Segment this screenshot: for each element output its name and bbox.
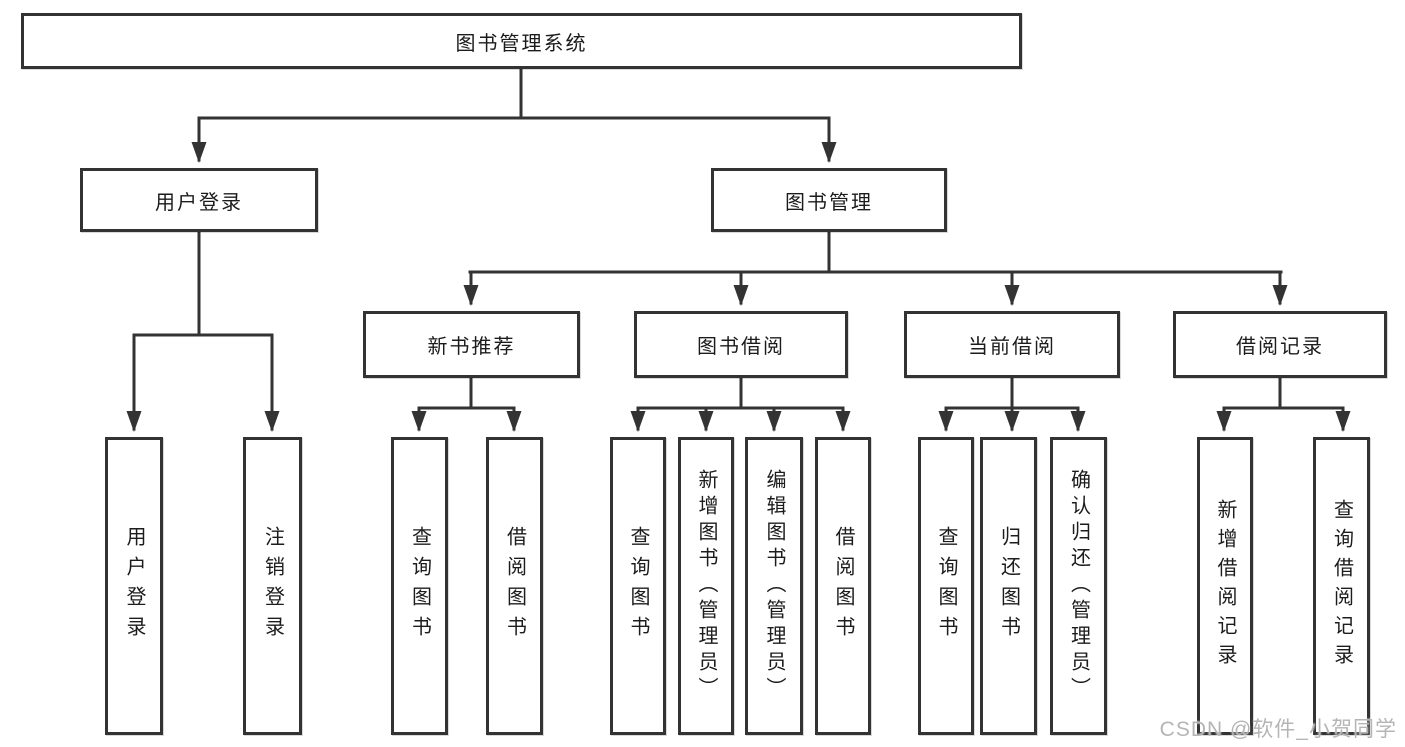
- node-new-book-recommend: 新书推荐: [363, 311, 580, 378]
- node-leaf-query-borrow-record: 查询借阅记录: [1313, 437, 1370, 735]
- node-leaf-query-book-current: 查询图书: [918, 437, 974, 735]
- node-leaf-logout: 注销登录: [243, 437, 302, 735]
- node-current-borrowing: 当前借阅: [904, 311, 1120, 378]
- node-leaf-edit-book-admin: 编辑图书（管理员）: [745, 437, 803, 735]
- node-root: 图书管理系统: [21, 13, 1022, 69]
- node-leaf-confirm-return-admin: 确认归还（管理员）: [1050, 437, 1107, 735]
- node-book-borrowing: 图书借阅: [634, 311, 848, 378]
- node-leaf-query-book-recommend: 查询图书: [391, 437, 448, 735]
- node-leaf-user-login: 用户登录: [105, 437, 163, 735]
- node-book-management: 图书管理: [711, 168, 947, 232]
- node-leaf-query-book-borrow: 查询图书: [610, 437, 666, 735]
- node-leaf-return-book: 归还图书: [980, 437, 1037, 735]
- node-leaf-borrow-book-recommend: 借阅图书: [486, 437, 543, 735]
- node-user-login: 用户登录: [80, 168, 318, 232]
- node-leaf-add-borrow-record: 新增借阅记录: [1197, 437, 1253, 735]
- node-borrowing-records: 借阅记录: [1173, 311, 1387, 378]
- node-leaf-borrow-book: 借阅图书: [815, 437, 871, 735]
- node-leaf-add-book-admin: 新增图书（管理员）: [678, 437, 734, 735]
